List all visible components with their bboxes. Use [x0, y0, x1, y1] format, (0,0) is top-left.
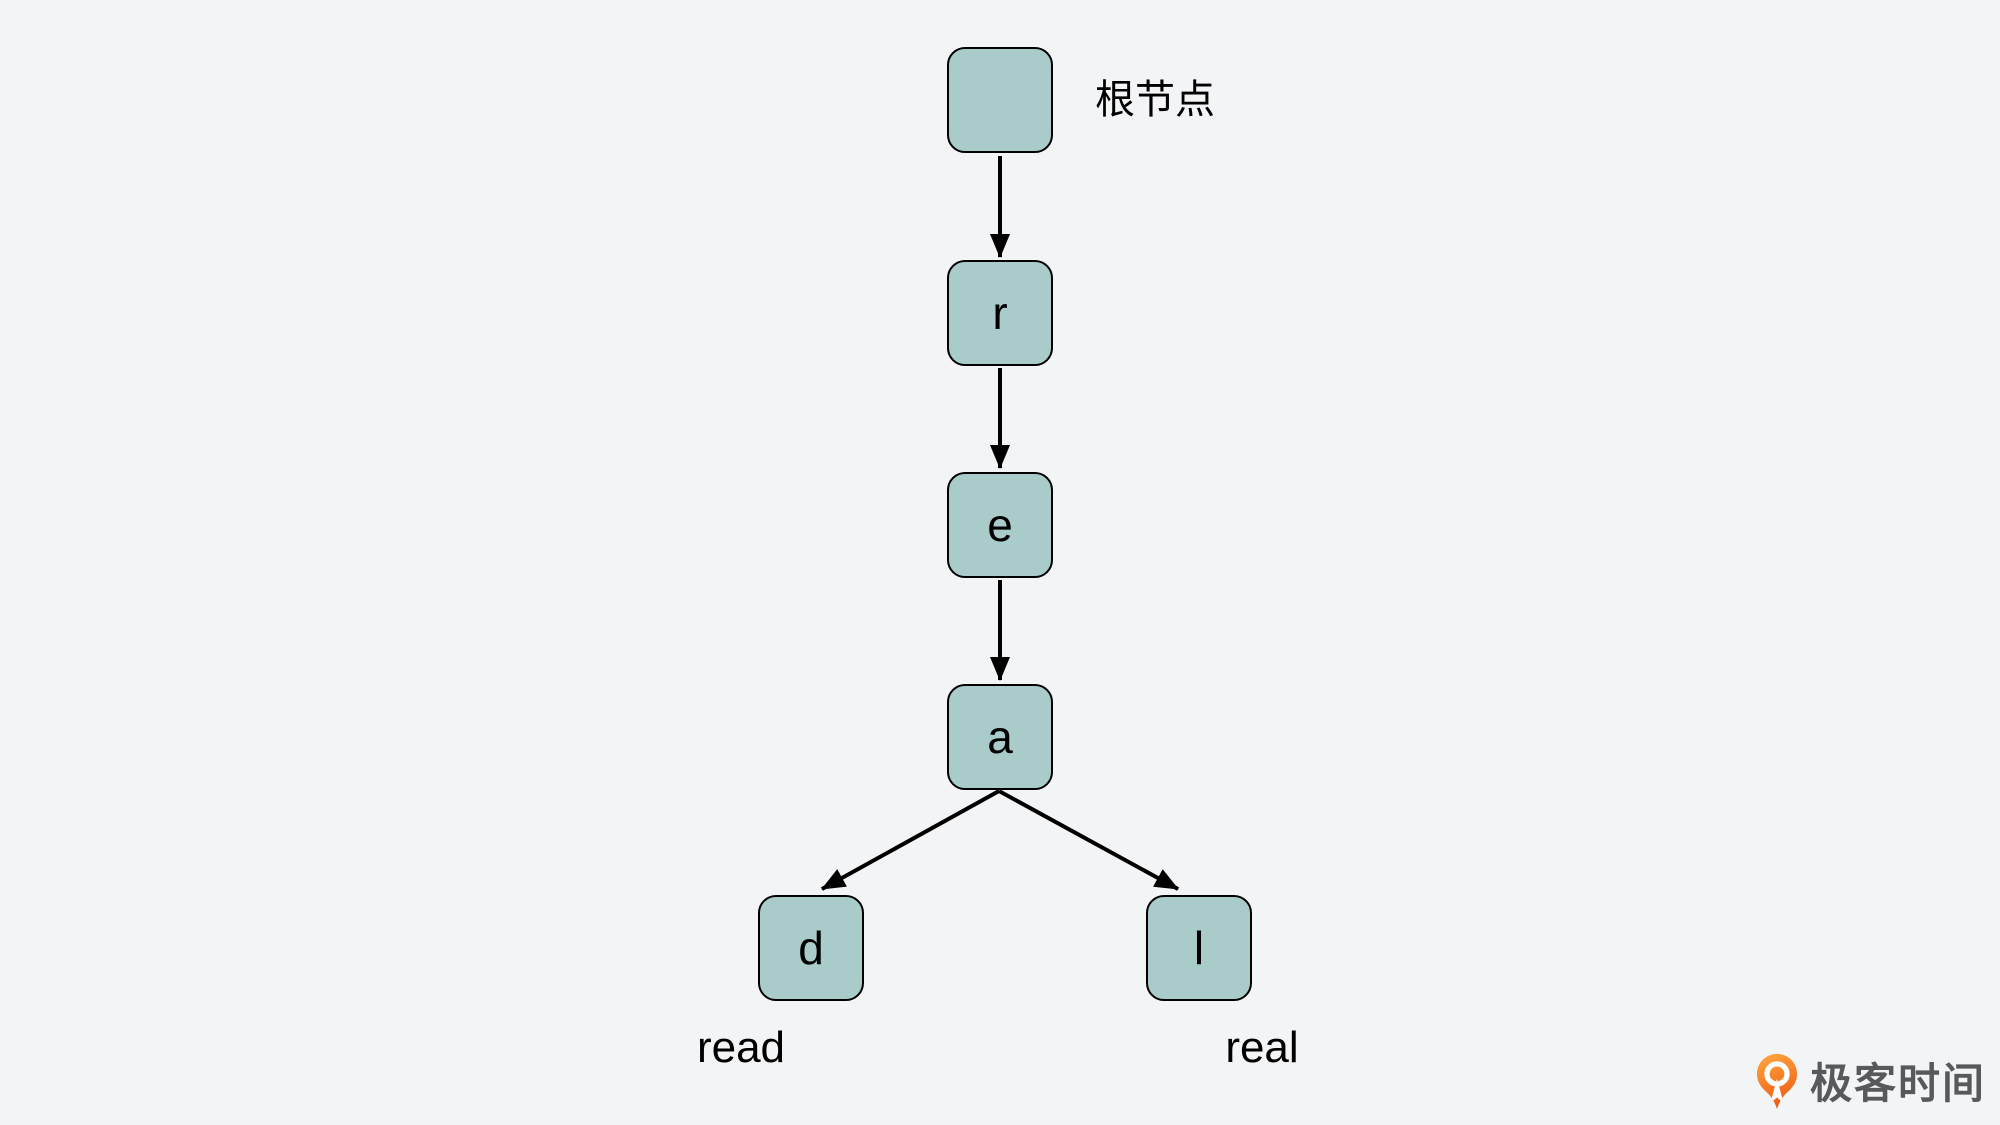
- edge-a-l: [998, 789, 1179, 891]
- geektime-logo-icon: [1756, 1053, 1798, 1109]
- node-a: a: [947, 684, 1053, 790]
- node-e: e: [947, 472, 1053, 578]
- node-d: d: [758, 895, 864, 1001]
- geektime-logo: 极客时间: [1756, 1052, 1986, 1115]
- node-e-label: e: [987, 499, 1013, 551]
- node-root: [947, 47, 1053, 153]
- node-d-label: d: [798, 922, 824, 974]
- word-label-read: read: [696, 1023, 786, 1072]
- node-r: r: [947, 260, 1053, 366]
- node-l-label: l: [1193, 922, 1205, 974]
- word-label-real: real: [1225, 1023, 1299, 1072]
- node-r-label: r: [992, 287, 1008, 339]
- node-a-label: a: [987, 711, 1013, 763]
- geektime-logo-text: 极客时间: [1810, 1060, 1987, 1107]
- root-annotation: 根节点: [1095, 78, 1215, 122]
- node-l: l: [1146, 895, 1252, 1001]
- edge-a-d: [821, 789, 1000, 891]
